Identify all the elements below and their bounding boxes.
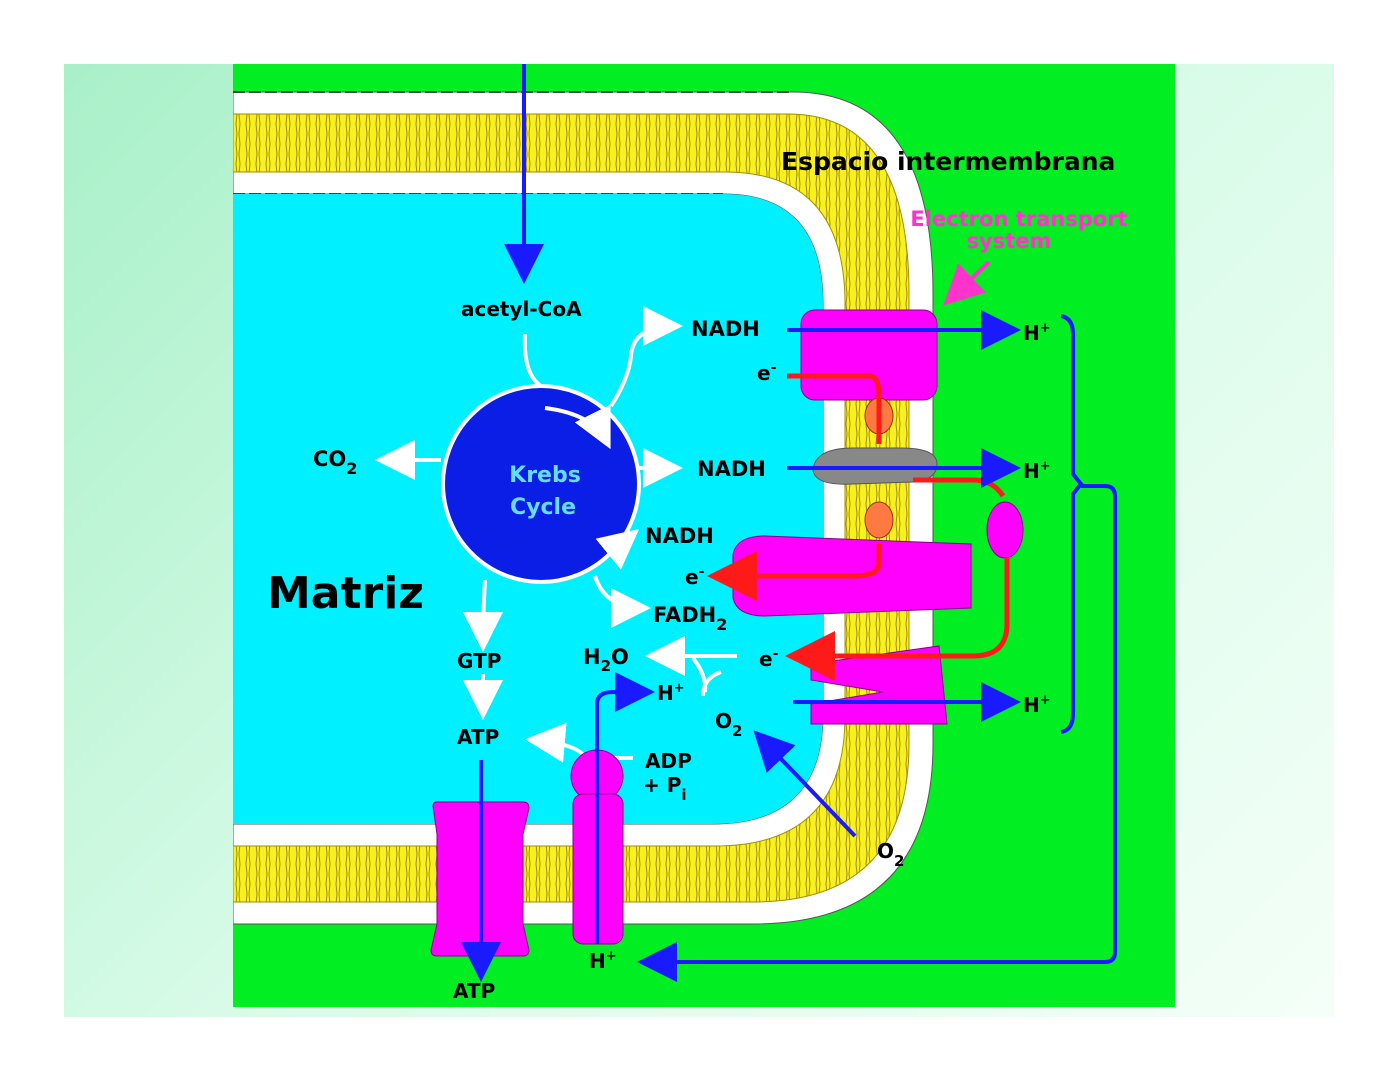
proton-label-3: H+ bbox=[1023, 693, 1051, 717]
atp-label-1: ATP bbox=[457, 725, 499, 749]
mitochondrion-diagram: Espacio intermembrana Electron transport… bbox=[233, 64, 1175, 1007]
ets-label-line2: system bbox=[967, 229, 1052, 253]
ets-complex-4 bbox=[810, 645, 948, 725]
h2o-label: H2O bbox=[583, 645, 629, 675]
fadh2-label: FADH2 bbox=[653, 603, 727, 634]
matrix-label: Matriz bbox=[267, 568, 424, 619]
co2-label: CO2 bbox=[313, 447, 357, 478]
nadh-label-2: NADH bbox=[697, 457, 766, 481]
proton-label-1: H+ bbox=[1023, 321, 1051, 345]
ets-pointer-arrow bbox=[943, 260, 991, 306]
krebs-rotation-arrow bbox=[544, 404, 611, 450]
atp-label-2: ATP bbox=[453, 979, 495, 1003]
proton-label-2: H+ bbox=[1023, 459, 1051, 483]
krebs-label-line1: Krebs bbox=[509, 463, 581, 488]
pi-label: + Pi bbox=[643, 773, 687, 804]
electron-label-3: e- bbox=[759, 646, 779, 671]
oxygen-label-outside: O2 bbox=[877, 839, 904, 870]
nadh-label-1: NADH bbox=[691, 317, 760, 341]
ets-label-line1: Electron transport bbox=[910, 207, 1127, 231]
diagram-svg: Espacio intermembrana Electron transport… bbox=[233, 64, 1128, 1003]
intermembrane-label: Espacio intermembrana bbox=[781, 147, 1115, 176]
acetyl-coa-label: acetyl-CoA bbox=[461, 297, 582, 321]
proton-label-matrix: H+ bbox=[657, 681, 685, 705]
electron-label-2: e- bbox=[685, 564, 705, 589]
adp-label: ADP bbox=[645, 749, 692, 773]
nadh-label-3: NADH bbox=[645, 524, 714, 548]
proton-flow bbox=[461, 310, 1117, 982]
gtp-label: GTP bbox=[457, 649, 501, 673]
electron-label-1: e- bbox=[757, 360, 777, 385]
krebs-label-line2: Cycle bbox=[510, 495, 576, 520]
oxygen-label-matrix: O2 bbox=[715, 709, 742, 740]
proton-label-bottom: H+ bbox=[589, 949, 617, 973]
ets-complex-1 bbox=[800, 309, 938, 401]
